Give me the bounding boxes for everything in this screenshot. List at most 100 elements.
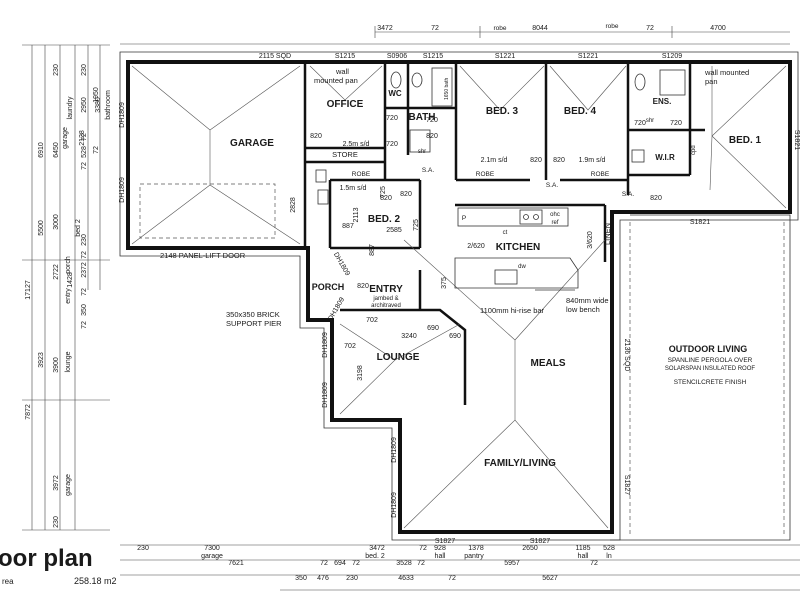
left-dim-inner-2: 3000 <box>53 214 60 230</box>
interior-dim-23: 3/620 <box>587 231 594 249</box>
left-dimensions: 1712778726910550039232306450300027221428… <box>25 64 112 528</box>
pier-note-1: 350x350 BRICK <box>226 310 280 319</box>
left-dim-inner-3: 2722 <box>53 264 60 280</box>
pan-left-note-2: mounted pan <box>314 76 358 85</box>
pergola-note-2: SOLARSPAN INSULATED ROOF <box>665 366 755 372</box>
left-dim-small-3: 528 <box>81 146 88 158</box>
kitchen-label: KITCHEN <box>496 242 540 253</box>
interior-dim-10: 720 <box>670 120 682 127</box>
bed2-label: BED. 2 <box>368 214 401 225</box>
rise-bar-note: 1100mm hi-rise bar <box>480 306 545 315</box>
outdoor-living-label: OUTDOOR LIVING <box>669 344 748 354</box>
bottom-dim-a-1: 7300 <box>204 545 220 552</box>
code-dh1809-lounge-2: DH1809 <box>322 382 329 408</box>
left-dim-misc-0: 1950 <box>93 87 100 103</box>
area-value: 258.18 m2 <box>74 576 117 586</box>
bottom-dim-label-3: pantry <box>464 553 484 560</box>
bottom-dim-b-5: 72 <box>417 560 425 567</box>
left-dim-misc-1: 3380 <box>95 97 102 113</box>
interior-dim-4: 720 <box>386 141 398 148</box>
bottom-dim-a-2: 3472 <box>369 545 385 552</box>
left-dim-inner-4: 1428 <box>67 272 74 288</box>
code-s1215-a: S1215 <box>335 53 355 60</box>
robe-top-1: robe <box>493 25 506 32</box>
left-dim-inner-6: 3972 <box>53 475 60 491</box>
bottom-dim-label-4: hall <box>578 553 589 560</box>
code-s1209: S1209 <box>662 53 682 60</box>
shr-note-1: shr <box>418 149 426 155</box>
bottom-dim-a-6: 2650 <box>522 545 538 552</box>
interior-dim-11: 820 <box>650 195 662 202</box>
office-label: OFFICE <box>327 99 364 110</box>
interior-dim-32: 820 <box>426 133 438 140</box>
left-dim-outer-0: 17127 <box>25 280 32 300</box>
code-s1827-b: S1827 <box>435 538 455 545</box>
bottom-dim-b-1: 72 <box>320 560 328 567</box>
left-dim-label-4: porch <box>65 256 72 274</box>
bottom-dim-b-4: 3528 <box>396 560 412 567</box>
annotation-notes: wall mounted pan wall mounted pan 2148 P… <box>160 23 755 386</box>
left-dim-inner-7: 230 <box>53 516 60 528</box>
top-dim-4: 4700 <box>710 25 726 32</box>
code-dh1809-lounge-1: DH1809 <box>322 332 329 358</box>
interior-dim-31: 820 <box>400 191 412 198</box>
code-s1827-a: S1827 <box>530 538 550 545</box>
pantry-p-note: P <box>462 215 466 222</box>
interior-dim-28: 690 <box>449 333 461 340</box>
porch-label: PORCH <box>312 282 345 292</box>
bottom-dim-a-5: 1378 <box>468 545 484 552</box>
left-dim-label-2: bathroom <box>105 90 112 120</box>
top-dim-2: 8044 <box>532 25 548 32</box>
interior-dim-24: 375 <box>441 277 448 289</box>
code-s1221-b: S1221 <box>578 53 598 60</box>
code-2115: 2115 SQD <box>259 53 291 60</box>
lounge-label: LOUNGE <box>377 352 420 363</box>
code-s1821-bottom: S1821 <box>690 219 710 226</box>
bottom-dim-c-1: 476 <box>317 575 329 582</box>
pan-left-note-1: wall <box>335 67 349 76</box>
interior-dim-30: 3198 <box>357 365 364 381</box>
exterior-walls <box>119 51 799 541</box>
garage-door-note: 2148 PANEL-LIFT DOOR <box>160 251 246 260</box>
linen-label: LINEN <box>603 223 612 245</box>
left-dim-small-6: 72 <box>81 251 88 259</box>
code-2136: 2136 SQD <box>623 339 630 372</box>
garage-label: GARAGE <box>230 138 274 149</box>
left-dim-label-7: garage <box>65 474 72 496</box>
code-s1215-b: S1215 <box>423 53 443 60</box>
left-dim-label-6: lounge <box>65 351 72 372</box>
dimension-lines <box>22 26 800 591</box>
left-dim-small-8: 72 <box>81 288 88 296</box>
interior-dim-25: 702 <box>366 317 378 324</box>
ohc-note: ohc <box>550 212 560 218</box>
left-dim-small-0: 230 <box>81 64 88 76</box>
ct-note: ct <box>503 230 508 236</box>
interior-dim-21: 820 <box>357 283 369 290</box>
left-dim-label-0: garage <box>62 127 69 149</box>
code-s1821-right: S1821 <box>793 130 800 150</box>
bottom-dim-a-3: 72 <box>419 545 427 552</box>
interior-dim-8: 1.9m s/d <box>579 157 606 164</box>
interior-dim-17: 887 <box>342 223 354 230</box>
shr-note-2: shr <box>646 118 654 124</box>
wir-label: W.I.R <box>655 153 675 162</box>
interior-dim-9: 720 <box>634 120 646 127</box>
code-dh1809-garage-2: DH1809 <box>119 177 126 203</box>
bed1-label: BED. 1 <box>729 135 762 146</box>
robe-bed3: ROBE <box>476 171 495 178</box>
bottom-dim-label-0: garage <box>201 553 223 560</box>
left-dim-misc-2: 2128 <box>79 130 86 146</box>
left-dim-small-10: 72 <box>81 321 88 329</box>
left-dim-small-5: 230 <box>81 234 88 246</box>
bottom-dim-b-2: 694 <box>334 560 346 567</box>
pan-right-note-1: wall mounted <box>704 68 749 77</box>
interior-dim-0: 820 <box>310 133 322 140</box>
code-s1221-a: S1221 <box>495 53 515 60</box>
meals-label: MEALS <box>531 358 566 369</box>
interior-dim-3: 720 <box>426 117 438 124</box>
pergola-note-1: SPANLINE PERGOLA OVER <box>668 357 753 364</box>
left-dim-small-2: 72 <box>81 133 88 141</box>
interior-dim-5: 2.1m s/d <box>481 157 508 164</box>
